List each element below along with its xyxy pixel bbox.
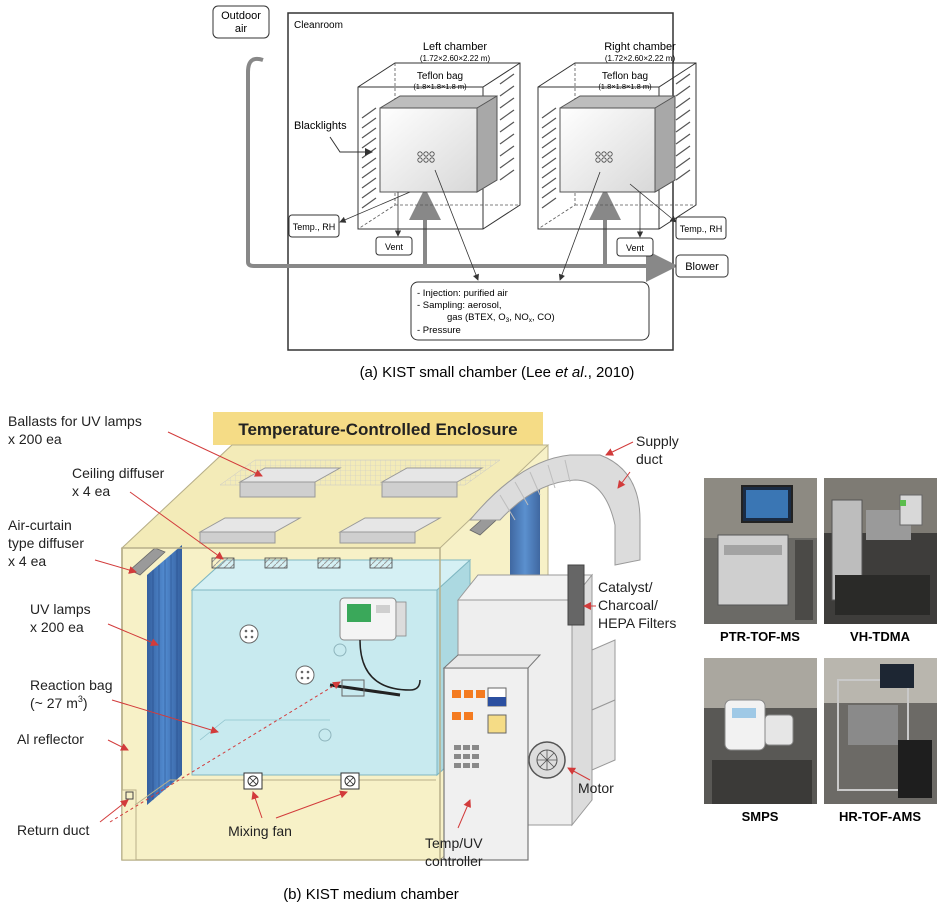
photo-vh-tdma: VH-TDMA (824, 478, 937, 644)
temp-uv-controller (442, 654, 542, 861)
supply-duct-label-2: duct (636, 451, 663, 467)
info-pressure: - Pressure (417, 325, 461, 336)
left-teflon-label: Teflon bag (417, 71, 463, 82)
outdoor-air-label-1: Outdoor (221, 10, 261, 22)
panel-b: Temperature-Controlled Enclosure (8, 412, 679, 903)
filters-label-2: Charcoal/ (598, 597, 658, 613)
blacklights-label: Blacklights (294, 120, 347, 132)
temp-uv-controller-label-1: Temp/UV (425, 835, 483, 851)
photo-label-ptr-tof-ms: PTR-TOF-MS (720, 629, 800, 644)
callout-arrows (94, 431, 634, 829)
blower-box (675, 254, 729, 278)
left-vent-label: Vent (385, 242, 404, 252)
reaction-bag-label-2: (~ 27 m3) (30, 694, 88, 711)
right-temp-rh-box (675, 216, 727, 240)
left-chamber-dims: (1.72×2.60×2.22 m) (420, 54, 491, 63)
motor-label: Motor (578, 780, 614, 796)
photo-smps: SMPS (704, 658, 817, 824)
outdoor-air-label-2: air (235, 23, 248, 35)
right-chamber-title: Right chamber (604, 41, 676, 53)
right-vent-box (616, 237, 654, 257)
caption-a: (a) KIST small chamber (Lee et al., 2010… (360, 364, 635, 381)
left-ports-icon (417, 151, 435, 163)
instrument-photos: PTR-TOF-MS VH-TDMA SMPS (704, 478, 937, 824)
right-ports-icon (595, 151, 613, 163)
mixing-fan-label: Mixing fan (228, 823, 292, 839)
info-injection: - Injection: purified air (417, 288, 508, 299)
enclosure-title-bar (213, 412, 543, 445)
photo-label-vh-tdma: VH-TDMA (850, 629, 911, 644)
right-chamber: Right chamber (1.72×2.60×2.22 m) Teflon … (537, 41, 697, 230)
right-temp-rh-label: Temp., RH (680, 224, 723, 234)
left-teflon-dims: (1.8×1.8×1.8 m) (413, 82, 467, 91)
left-chamber-title: Left chamber (423, 41, 488, 53)
info-gas: gas (BTEX, O3, NOx, CO) (447, 312, 555, 324)
ballasts-label-2: x 200 ea (8, 431, 62, 447)
enclosure-title: Temperature-Controlled Enclosure (238, 420, 517, 439)
bag-ports-icon (239, 624, 347, 742)
outdoor-air-box (212, 5, 270, 39)
air-curtain-label-3: x 4 ea (8, 553, 46, 569)
uv-lamps-label-2: x 200 ea (30, 619, 84, 635)
uv-lamps-label-1: UV lamps (30, 601, 91, 617)
ceiling-diffuser-label-2: x 4 ea (72, 483, 110, 499)
photo-ptr-tof-ms: PTR-TOF-MS (704, 478, 817, 644)
info-sampling: - Sampling: aerosol, (417, 300, 501, 311)
blower-label: Blower (685, 261, 719, 273)
ceiling-diffuser-label-1: Ceiling diffuser (72, 465, 165, 481)
air-pipe (246, 56, 678, 282)
filters-label-1: Catalyst/ (598, 579, 653, 595)
sampling-info-box (410, 281, 650, 341)
reaction-bag-label-1: Reaction bag (30, 677, 113, 693)
left-temp-rh-label: Temp., RH (293, 222, 336, 232)
temp-uv-controller-label-2: controller (425, 853, 483, 869)
left-chamber: Left chamber (1.72×2.60×2.22 m) Teflon b… (357, 41, 521, 230)
panel-a: Outdoor air Cleanroom Left chamber (1.72… (212, 5, 729, 381)
caption-b: (b) KIST medium chamber (283, 886, 459, 903)
supply-duct-label-1: Supply (636, 433, 679, 449)
al-reflector-label: Al reflector (17, 731, 84, 747)
photo-label-hr-tof-ams: HR-TOF-AMS (839, 809, 921, 824)
air-curtain-label-2: type diffuser (8, 535, 84, 551)
ballasts-label-1: Ballasts for UV lamps (8, 413, 142, 429)
sensor-device-icon (329, 597, 421, 697)
right-chamber-dims: (1.72×2.60×2.22 m) (605, 54, 676, 63)
filters-label-3: HEPA Filters (598, 615, 676, 631)
mixing-fan-icons (243, 772, 360, 790)
photo-label-smps: SMPS (742, 809, 779, 824)
left-vent-box (375, 236, 413, 256)
photo-hr-tof-ams: HR-TOF-AMS (824, 658, 937, 824)
uv-lamps-left (147, 545, 182, 805)
air-curtain-label-1: Air-curtain (8, 517, 72, 533)
ceiling-diffusers (211, 557, 393, 569)
return-duct-label: Return duct (17, 822, 89, 838)
right-vent-label: Vent (626, 243, 645, 253)
right-teflon-dims: (1.8×1.8×1.8 m) (598, 82, 652, 91)
right-teflon-label: Teflon bag (602, 71, 648, 82)
cleanroom-label: Cleanroom (294, 20, 343, 31)
left-temp-rh-box (288, 214, 340, 238)
supply-duct (468, 454, 641, 566)
